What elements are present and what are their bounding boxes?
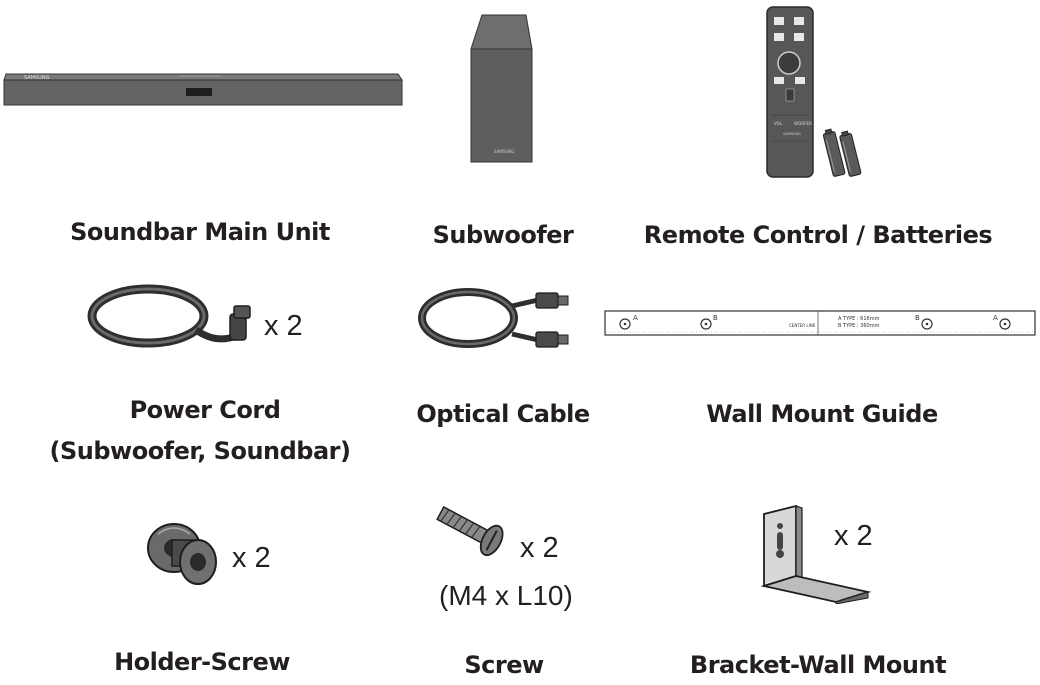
remote-brand: SAMSUNG	[783, 132, 801, 136]
holder-screw-image	[147, 523, 217, 585]
soundbar-brand: SAMSUNG	[24, 75, 50, 81]
screw-label: Screw	[464, 651, 544, 679]
guide-mark-b-left: B	[713, 314, 718, 322]
bracket-label: Bracket-Wall Mount	[689, 651, 947, 679]
holder-screw-label: Holder-Screw	[114, 648, 290, 676]
svg-text:VOL: VOL	[774, 121, 783, 126]
power-cord-sublabel: (Subwoofer, Soundbar)	[49, 437, 351, 465]
subwoofer-label: Subwoofer	[432, 221, 574, 249]
optical-cable-image	[418, 288, 569, 348]
guide-mark-a-right: A	[993, 314, 998, 322]
optical-cable-label: Optical Cable	[416, 400, 590, 428]
power-cord-quantity: x 2	[264, 310, 303, 342]
soundbar-image: SAMSUNG	[3, 73, 403, 106]
power-cord-image	[87, 284, 251, 348]
subwoofer-image: SAMSUNG	[470, 14, 533, 163]
guide-type-b: B TYPE : 360mm	[838, 323, 880, 329]
batteries-image	[822, 128, 862, 177]
wall-mount-guide-label: Wall Mount Guide	[706, 400, 938, 428]
soundbar-label: Soundbar Main Unit	[70, 218, 330, 246]
guide-center-line: CENTER LINE	[789, 323, 816, 328]
remote-label: Remote Control / Batteries	[643, 221, 993, 249]
power-cord-label: Power Cord	[129, 396, 281, 424]
bracket-image	[760, 504, 872, 604]
guide-type-a: A TYPE : 616mm	[838, 316, 880, 322]
holder-screw-quantity: x 2	[232, 542, 271, 574]
guide-mark-b-right: B	[915, 314, 920, 322]
remote-control-image: VOL WOOFER SAMSUNG	[766, 6, 814, 178]
guide-mark-a-left: A	[633, 314, 638, 322]
wall-mount-guide-image: A B B A CENTER LINE A TYPE : 616mm B TYP…	[604, 310, 1036, 336]
svg-text:WOOFER: WOOFER	[794, 121, 812, 126]
screw-spec: (M4 x L10)	[439, 580, 573, 611]
screw-image	[436, 505, 504, 557]
screw-quantity: x 2	[520, 532, 559, 564]
bracket-quantity: x 2	[834, 520, 873, 552]
subwoofer-brand: SAMSUNG	[494, 149, 514, 154]
